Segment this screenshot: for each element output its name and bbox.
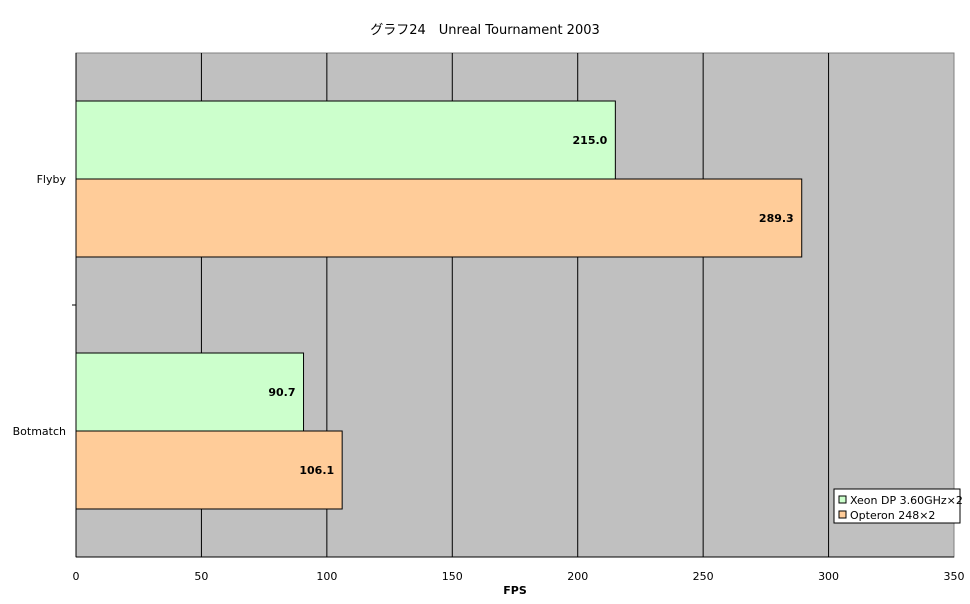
- bar-value-label: 289.3: [759, 212, 794, 225]
- x-tick-label: 250: [693, 570, 714, 583]
- y-category-label: Flyby: [37, 173, 67, 186]
- bars: 215.0 289.3 90.7 106.1: [75, 100, 803, 510]
- axes: [72, 53, 954, 558]
- chart-title: グラフ24 Unreal Tournament 2003: [370, 23, 600, 38]
- bar-value-label: 215.0: [573, 134, 608, 147]
- bar-value-label: 106.1: [299, 464, 334, 477]
- legend-entry-label: Xeon DP 3.60GHz×2: [850, 494, 963, 507]
- bar: [75, 178, 803, 258]
- x-tick-label: 0: [73, 570, 80, 583]
- x-tick-label: 200: [567, 570, 588, 583]
- x-axis-label: FPS: [503, 584, 527, 597]
- x-tick-label: 100: [316, 570, 337, 583]
- bar: [75, 100, 616, 180]
- x-tick-label: 350: [944, 570, 965, 583]
- legend-entry-label: Opteron 248×2: [850, 509, 935, 522]
- legend-box: [833, 488, 961, 524]
- x-tick-label: 150: [442, 570, 463, 583]
- x-tick-label: 300: [818, 570, 839, 583]
- bar-value-label: 90.7: [268, 386, 295, 399]
- y-category-label: Botmatch: [13, 425, 66, 438]
- bar: [75, 430, 343, 510]
- legend-swatch: [838, 495, 847, 504]
- bar: [75, 352, 305, 432]
- legend-swatch: [838, 510, 847, 519]
- x-tick-label: 50: [194, 570, 208, 583]
